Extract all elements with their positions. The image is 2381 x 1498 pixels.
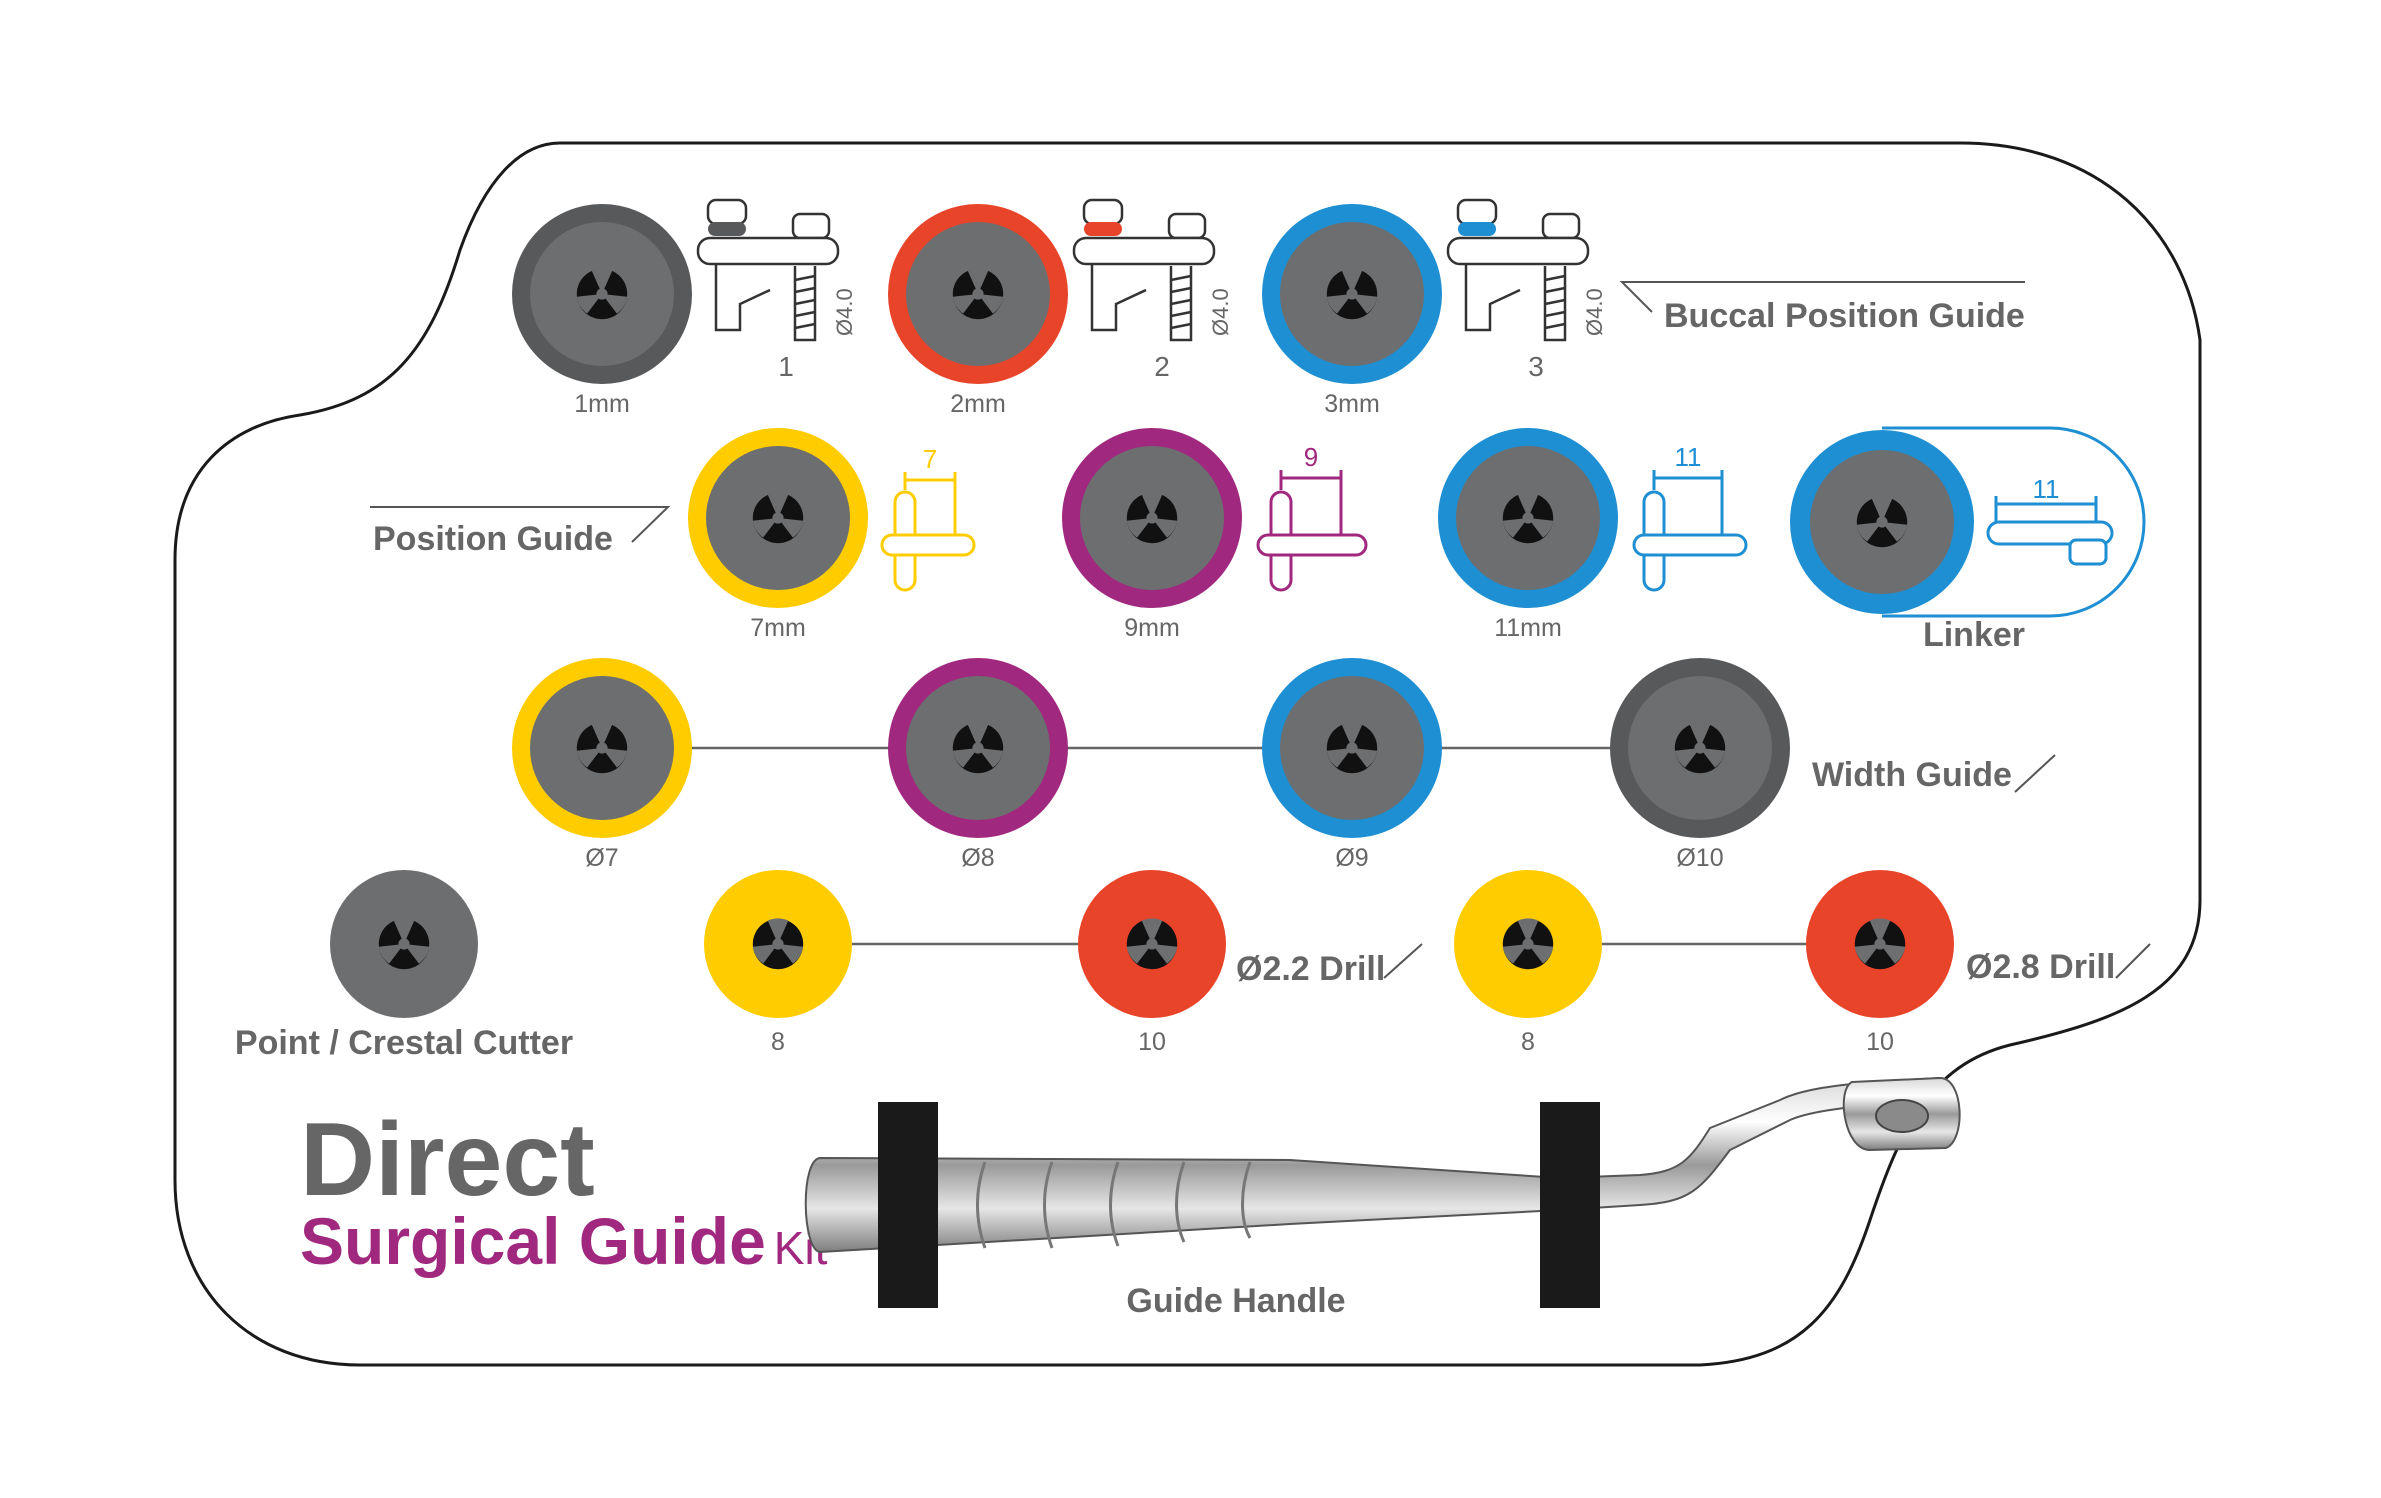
handle-grip-grooves xyxy=(976,1161,1252,1249)
buccal-diameter-label: Ø4.0 xyxy=(1582,288,1607,336)
width-title-rule xyxy=(2014,754,2056,793)
brand-direct: Direct xyxy=(300,1102,595,1218)
drill-22-title-rule xyxy=(1383,943,1423,979)
buccal-size-label: 2mm xyxy=(950,390,1006,418)
trefoil-icon xyxy=(1126,492,1178,544)
drill-28-8[interactable]: 8 xyxy=(1454,870,1602,1056)
buccal-diameter-label: Ø4.0 xyxy=(832,288,857,336)
brand-surgical-guide-text: Surgical Guide xyxy=(300,1204,766,1278)
trefoil-icon xyxy=(1854,918,1906,970)
trefoil-icon xyxy=(952,268,1004,320)
drill-28-title-rule xyxy=(2115,943,2151,979)
drill-length-label: 8 xyxy=(1521,1028,1535,1056)
buccal-diagram-3 xyxy=(1446,198,1590,342)
trefoil-icon xyxy=(1502,492,1554,544)
width-guide-8[interactable]: Ø8 xyxy=(888,658,1068,872)
buccal-title: Buccal Position Guide xyxy=(1664,297,2025,335)
trefoil-icon xyxy=(1674,722,1726,774)
position-guide-7[interactable]: 7mm xyxy=(688,428,868,642)
buccal-number-label: 2 xyxy=(1154,351,1170,382)
position-title: Position Guide xyxy=(373,520,613,558)
position-dim-label: 9 xyxy=(1304,442,1318,472)
guide-handle[interactable]: Guide Handle xyxy=(804,1076,1961,1320)
buccal-diagram-2 xyxy=(1072,198,1216,342)
drill-28-title: Ø2.8 Drill xyxy=(1966,948,2115,986)
position-dim-label: 11 xyxy=(1675,442,1702,472)
trefoil-icon xyxy=(1126,918,1178,970)
drill-length-label: 8 xyxy=(771,1028,785,1056)
linker-label: Linker xyxy=(1923,616,2025,654)
trefoil-icon xyxy=(1326,722,1378,774)
width-size-label: Ø10 xyxy=(1676,844,1723,872)
width-title: Width Guide xyxy=(1812,756,2012,794)
trefoil-icon xyxy=(576,268,628,320)
trefoil-icon xyxy=(752,918,804,970)
trefoil-icon xyxy=(952,722,1004,774)
position-size-label: 9mm xyxy=(1124,614,1180,642)
position-diagram-7 xyxy=(880,472,976,592)
point-crestal-cutter[interactable]: Point / Crestal Cutter xyxy=(235,870,573,1062)
drill-22-title: Ø2.2 Drill xyxy=(1236,950,1385,988)
position-size-label: 11mm xyxy=(1494,614,1562,642)
width-size-label: Ø9 xyxy=(1335,844,1368,872)
width-guide-7[interactable]: Ø7 xyxy=(512,658,692,872)
buccal-guide-1[interactable]: 1mm xyxy=(512,204,692,418)
buccal-size-label: 1mm xyxy=(574,390,630,418)
buccal-diagram-1 xyxy=(696,198,840,342)
position-guide-11[interactable]: 11mm xyxy=(1438,428,1618,642)
buccal-number-label: 3 xyxy=(1528,351,1544,382)
position-guide-9[interactable]: 9mm xyxy=(1062,428,1242,642)
position-diagram-9 xyxy=(1256,470,1368,592)
handle-tip-socket xyxy=(1875,1099,1929,1133)
linker-outline xyxy=(1882,426,2146,618)
trefoil-icon xyxy=(1856,496,1908,548)
trefoil-icon xyxy=(1502,918,1554,970)
width-size-label: Ø8 xyxy=(961,844,994,872)
handle-retainer-clip-right xyxy=(1540,1102,1600,1308)
cutter-label: Point / Crestal Cutter xyxy=(235,1024,573,1062)
buccal-guide-3[interactable]: 3mm xyxy=(1262,204,1442,418)
buccal-size-label: 3mm xyxy=(1324,390,1380,418)
drill-length-label: 10 xyxy=(1138,1028,1166,1056)
tray-outline xyxy=(173,141,2202,1367)
linker-dim-label: 11 xyxy=(2033,474,2060,504)
handle-retainer-clip-left xyxy=(878,1102,938,1308)
buccal-diameter-label: Ø4.0 xyxy=(1208,288,1233,336)
drill-22-10[interactable]: 10 xyxy=(1078,870,1226,1056)
drill-length-label: 10 xyxy=(1866,1028,1894,1056)
position-diagram-11 xyxy=(1632,470,1748,592)
width-guide-10[interactable]: Ø10 xyxy=(1610,658,1790,872)
trefoil-icon xyxy=(378,918,430,970)
handle-label: Guide Handle xyxy=(1126,1282,1345,1320)
position-title-rule xyxy=(370,506,671,543)
buccal-title-rule xyxy=(1619,281,2025,313)
width-guide-9[interactable]: Ø9 xyxy=(1262,658,1442,872)
drill-22-8[interactable]: 8 xyxy=(704,870,852,1056)
handle-body xyxy=(804,1076,1941,1254)
linker[interactable]: 11 Linker xyxy=(1790,426,2146,654)
trefoil-icon xyxy=(576,722,628,774)
position-dim-label: 7 xyxy=(923,444,937,474)
linker-diagram xyxy=(1986,496,2114,566)
buccal-number-label: 1 xyxy=(778,351,794,382)
trefoil-icon xyxy=(1326,268,1378,320)
width-size-label: Ø7 xyxy=(585,844,618,872)
buccal-guide-2[interactable]: 2mm xyxy=(888,204,1068,418)
position-size-label: 7mm xyxy=(750,614,806,642)
drill-28-10[interactable]: 10 xyxy=(1806,870,1954,1056)
trefoil-icon xyxy=(752,492,804,544)
